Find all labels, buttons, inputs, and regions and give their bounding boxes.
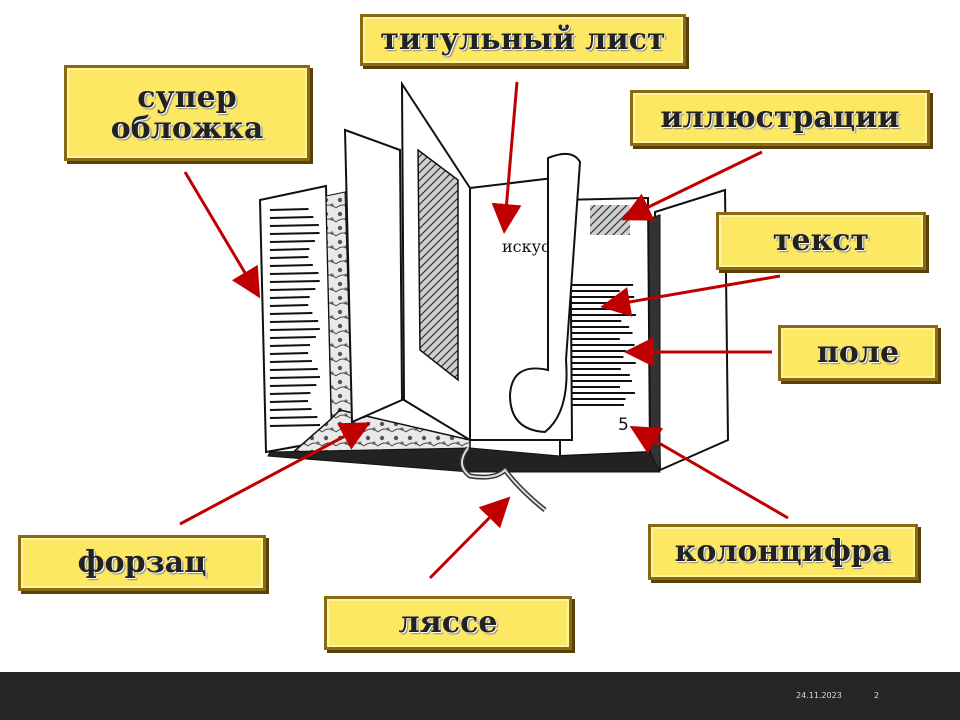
- jacket-text-line: [269, 400, 309, 403]
- jacket-text-line: [269, 384, 317, 387]
- label-dust-jacket: супер обложка: [64, 65, 310, 161]
- jacket-text-line: [269, 288, 316, 291]
- slide: искус 5 титульный лист супер обложка илл…: [18, 14, 938, 650]
- jacket-text-line: [269, 304, 309, 307]
- arrows: [179, 81, 789, 580]
- book-illustration: искус 5: [179, 80, 789, 580]
- jacket-text-line: [269, 424, 321, 427]
- arrow-text: [600, 274, 781, 317]
- arrow-page-number: [629, 425, 789, 520]
- frontispiece-illustration: [417, 148, 459, 382]
- turning-leaf-back: [343, 128, 404, 424]
- label-illustrations: иллюстрации: [630, 90, 930, 146]
- jacket-text-line: [269, 328, 320, 331]
- label-endpaper: форзац: [18, 535, 266, 591]
- jacket-text-line: [269, 232, 320, 235]
- arrow-endpaper: [179, 422, 371, 526]
- label-page-number: колонцифра: [648, 524, 918, 580]
- curling-page: [508, 152, 582, 434]
- label-margin: поле: [778, 325, 938, 381]
- jacket-text-line: [269, 360, 312, 363]
- arrow-dust-jacket: [183, 171, 261, 299]
- jacket-text-line: [269, 312, 313, 315]
- jacket-text-line: [269, 344, 311, 347]
- footer-bar: 24.11.2023 2: [0, 672, 960, 720]
- arrow-illustrations: [621, 150, 763, 221]
- jacket-text-line: [269, 416, 318, 419]
- jacket-text-line: [269, 256, 309, 259]
- header-illustration: [590, 205, 630, 235]
- jacket-text-line: [269, 320, 319, 323]
- dust-jacket-text: [269, 208, 321, 427]
- jacket-text-line: [269, 352, 309, 355]
- jacket-text-line: [269, 248, 310, 251]
- jacket-text-line: [269, 208, 309, 211]
- label-text: текст: [716, 212, 926, 270]
- ribbon-bookmark: [459, 446, 547, 512]
- jacket-text-line: [269, 280, 320, 283]
- label-ribbon: ляссе: [324, 596, 572, 650]
- title-page-text: искус: [502, 237, 550, 256]
- footer-date: 24.11.2023: [796, 691, 842, 700]
- jacket-text-line: [269, 296, 310, 299]
- jacket-text-line: [269, 392, 311, 395]
- jacket-text-line: [269, 264, 313, 267]
- jacket-text-line: [269, 272, 319, 275]
- page-number-value: 5: [618, 415, 629, 435]
- jacket-text-line: [269, 216, 314, 219]
- jacket-text-line: [269, 368, 318, 371]
- jacket-text-line: [269, 240, 315, 243]
- jacket-text-line: [269, 224, 319, 227]
- jacket-text-line: [269, 336, 316, 339]
- arrow-ribbon: [428, 496, 511, 580]
- label-title-page: титульный лист: [360, 14, 686, 66]
- jacket-text-line: [269, 376, 320, 379]
- jacket-text-line: [269, 408, 312, 411]
- slide-number: 2: [874, 691, 880, 700]
- arrow-title-page: [491, 81, 522, 234]
